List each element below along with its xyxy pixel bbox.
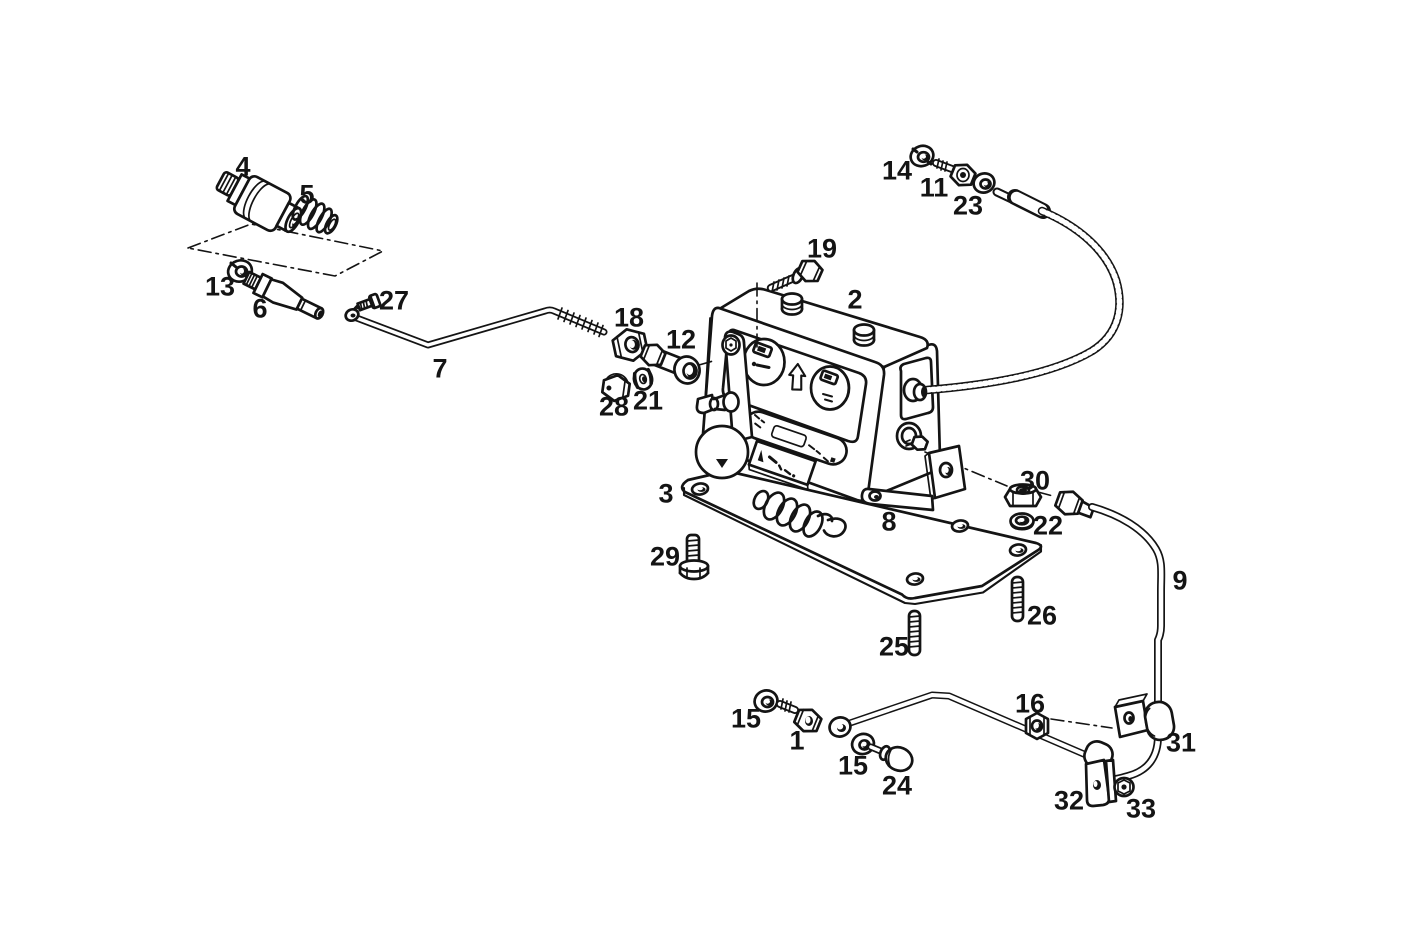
banjo-fitting-part12 [639, 343, 701, 385]
part-callout-9-20: 9 [1172, 565, 1188, 596]
bent-rod-part7 [344, 306, 608, 349]
part-callout-6-3: 6 [252, 293, 268, 324]
phantom-part12-axis [698, 360, 714, 366]
part-callout-7-5: 7 [432, 353, 448, 384]
rod-eye-ring [828, 716, 852, 738]
washer-part23 [972, 172, 996, 194]
part-callout-24-26: 24 [881, 770, 913, 801]
part-callout-31-28: 31 [1165, 727, 1197, 758]
plate-spring [752, 489, 847, 538]
pipe-union-fitting [1053, 490, 1096, 519]
boot-spring-part5 [291, 194, 339, 235]
phantom-parallelogram [187, 223, 384, 277]
plug-part24 [867, 743, 914, 773]
part-callout-26-22: 26 [1026, 600, 1058, 631]
part-callout-30-17: 30 [1019, 465, 1051, 496]
cable-end-fitting [902, 377, 928, 403]
ball-knob [694, 424, 750, 480]
nut-part18 [611, 327, 649, 363]
washer-part14 [909, 144, 935, 168]
bolt-part33 [1113, 776, 1135, 798]
bolt-part29 [678, 533, 710, 581]
filler-cap [780, 292, 804, 316]
bolt-part19 [766, 259, 824, 293]
valve-part6 [242, 270, 325, 320]
part-callout-19-9: 19 [806, 233, 838, 264]
pipe-clamp-31 [1113, 693, 1176, 742]
oil-pipe-assembly [843, 490, 1176, 808]
screw-part27 [352, 292, 382, 312]
part-callout-15-23: 15 [730, 703, 762, 734]
capnut-part28 [600, 373, 632, 403]
plate-hole [690, 482, 710, 496]
part-callout-1-24: 1 [789, 725, 805, 756]
part-callout-15-25: 15 [837, 750, 869, 781]
phantom-part30-axis [924, 451, 1054, 497]
part-callout-29-19: 29 [649, 541, 681, 572]
washer-part22 [1009, 512, 1035, 531]
gauge-dial-right [809, 365, 851, 411]
plate-hole [1008, 543, 1028, 557]
part-callout-14-6: 14 [881, 155, 913, 186]
mounting-plate [680, 469, 1043, 606]
part-callout-11-7: 11 [919, 172, 949, 203]
control-lever [694, 330, 754, 480]
throttle-cable [902, 187, 1124, 403]
part-callout-3-15: 3 [658, 478, 674, 509]
part-callout-25-21: 25 [878, 631, 910, 662]
part-callout-21-14: 21 [632, 385, 664, 416]
bolt-part1 [776, 698, 823, 733]
part-callout-16-27: 16 [1014, 688, 1046, 719]
part-callout-33-30: 33 [1125, 793, 1157, 824]
phantom-lines [187, 223, 1113, 729]
bolt-part11 [932, 158, 977, 187]
rod-thread-ticks [557, 307, 604, 338]
arrow-marker [788, 362, 807, 391]
box-top-face [714, 287, 930, 369]
filler-cap [852, 323, 876, 347]
stud-part26 [1010, 575, 1025, 623]
part-callout-32-29: 32 [1053, 785, 1085, 816]
part-callout-27-4: 27 [378, 285, 410, 316]
nut-part16 [1024, 711, 1050, 741]
part-callout-12-12: 12 [665, 324, 697, 355]
plate-hole [905, 572, 925, 586]
washer-part15a [753, 689, 779, 713]
part-callout-4-0: 4 [235, 151, 251, 182]
nut-part30 [1003, 483, 1043, 508]
stud-part25 [907, 609, 922, 657]
part-callout-13-2: 13 [204, 271, 236, 302]
side-recess [899, 356, 935, 421]
part-callout-18-11: 18 [613, 302, 645, 333]
part-callout-23-8: 23 [952, 190, 984, 221]
rod-clamp-32 [1083, 740, 1118, 808]
part-callout-8-16: 8 [881, 506, 897, 537]
label-strip-plate [747, 439, 817, 491]
side-lower-fitting [895, 421, 929, 452]
part-callout-28-13: 28 [598, 391, 630, 422]
phantom-part16-axis [1050, 718, 1113, 729]
part-callout-5-1: 5 [299, 179, 315, 210]
support-bracket [860, 444, 967, 512]
plate-hole [950, 519, 970, 533]
part-callout-2-10: 2 [847, 284, 863, 315]
part-callout-22-18: 22 [1032, 510, 1064, 541]
bushing-part21 [632, 367, 654, 391]
